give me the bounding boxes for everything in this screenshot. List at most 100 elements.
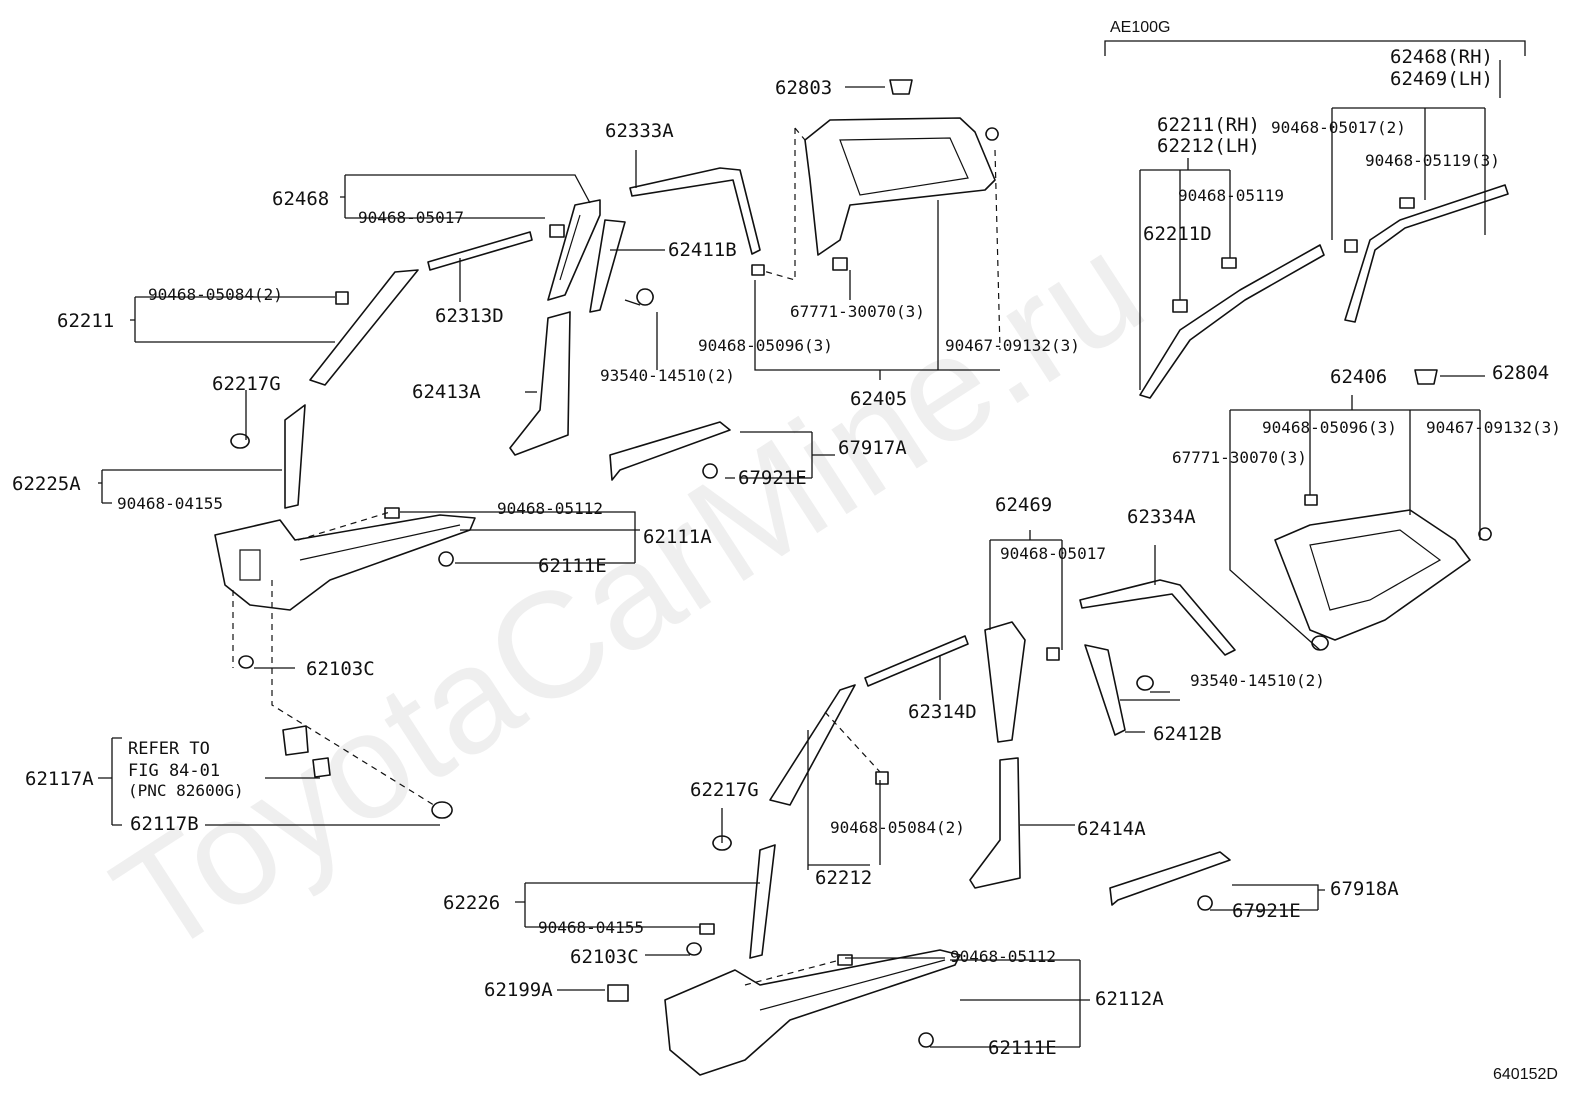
label-90468-05112-lower: 90468-05112 xyxy=(950,947,1056,966)
label-62226: 62226 xyxy=(443,892,500,914)
ae100g-bracket: AE100G xyxy=(1104,19,1526,56)
part-62117A-plug xyxy=(282,725,309,756)
clip-90468-05084-icon xyxy=(335,291,349,305)
clip-90468-05096-rh-icon xyxy=(1304,494,1318,506)
label-67918A: 67918A xyxy=(1330,878,1399,900)
refer-line-2: FIG 84-01 xyxy=(128,761,220,781)
label-90468-05096-3: 90468-05096(3) xyxy=(698,336,833,355)
part-62412B-trim xyxy=(1084,644,1126,736)
part-62313D-strip xyxy=(427,231,533,271)
part-62199A-clip xyxy=(607,984,629,1002)
clip-67771-rh-icon xyxy=(1311,635,1329,651)
label-62199A: 62199A xyxy=(484,979,553,1001)
labels: 62803 62333A 62468 90468-05017 62411B 62… xyxy=(12,46,1561,1083)
label-67771-30070-3-rh: 67771-30070(3) xyxy=(1172,448,1307,467)
part-62468-rh-pillar xyxy=(1344,184,1509,323)
part-62803-clip xyxy=(889,79,913,95)
clip-62111E-lower-icon xyxy=(918,1032,934,1048)
screw-93540-lower-icon xyxy=(1136,675,1154,691)
part-62212-pillar xyxy=(769,684,856,806)
part-62414A-pillar xyxy=(969,757,1021,889)
label-62412B: 62412B xyxy=(1153,723,1222,745)
label-62468: 62468 xyxy=(272,188,329,210)
label-62117A: 62117A xyxy=(25,768,94,790)
label-90468-05096-3-rh: 90468-05096(3) xyxy=(1262,418,1397,437)
label-93540-14510-2-lower: 93540-14510(2) xyxy=(1190,671,1325,690)
clip-90467-icon xyxy=(985,127,999,141)
label-90467-09132-3-rh: 90467-09132(3) xyxy=(1426,418,1561,437)
label-62111A: 62111A xyxy=(643,526,712,548)
label-62211D: 62211D xyxy=(1143,223,1212,245)
clip-67771-icon xyxy=(832,257,848,271)
clip-90468-05112-icon xyxy=(384,507,400,519)
label-90468-05017-2: 90468-05017(2) xyxy=(1271,118,1406,137)
label-62217G-lower: 62217G xyxy=(690,779,759,801)
label-62469: 62469 xyxy=(995,494,1052,516)
clip-90468-04155-lower-icon xyxy=(699,923,715,935)
label-62313D: 62313D xyxy=(435,305,504,327)
label-90468-05112: 90468-05112 xyxy=(497,499,603,518)
part-62217G-lower-cap xyxy=(712,835,732,851)
label-62217G: 62217G xyxy=(212,373,281,395)
clip-90468-05017-2-icon xyxy=(1344,239,1358,253)
label-62468-rh: 62468(RH) xyxy=(1390,46,1493,68)
part-62217G-cap xyxy=(230,433,250,449)
part-62405-quarter-trim xyxy=(804,117,996,256)
label-62469-lh: 62469(LH) xyxy=(1390,68,1493,90)
label-90468-05084-2: 90468-05084(2) xyxy=(148,285,283,304)
leader-lines xyxy=(98,60,1501,1048)
part-62211-rh-pillar xyxy=(1139,244,1325,399)
label-62314D: 62314D xyxy=(908,701,977,723)
part-62103C-lower-grommet xyxy=(686,942,702,956)
label-62211-rh: 62211(RH) xyxy=(1157,114,1260,136)
part-62117-pad xyxy=(312,757,331,778)
label-67921E-lower: 67921E xyxy=(1232,900,1301,922)
part-62103C-grommet xyxy=(238,655,254,669)
clip-90468-05119-icon xyxy=(1221,257,1237,269)
label-90468-05084-2-lower: 90468-05084(2) xyxy=(830,818,965,837)
label-62211: 62211 xyxy=(57,310,114,332)
figure-id: 640152D xyxy=(1493,1066,1558,1083)
part-62413A-pillar xyxy=(509,311,571,456)
label-62111E: 62111E xyxy=(538,555,607,577)
clip-90468-05119-3-icon xyxy=(1399,197,1415,209)
label-67917A: 67917A xyxy=(838,437,907,459)
part-62334A-strip xyxy=(1079,579,1236,656)
clip-62111E-icon xyxy=(438,551,454,567)
clip-67921E-lower-icon xyxy=(1197,895,1213,911)
label-90468-05119: 90468-05119 xyxy=(1178,186,1284,205)
part-62314D-strip xyxy=(864,635,969,687)
clip-90468-05084-lower-icon xyxy=(875,771,889,785)
label-90468-04155-lower: 90468-04155 xyxy=(538,918,644,937)
label-62411B: 62411B xyxy=(668,239,737,261)
label-62333A: 62333A xyxy=(605,120,674,142)
clip-67921E-icon xyxy=(702,463,718,479)
label-62103C: 62103C xyxy=(306,658,375,680)
label-90467-09132-3: 90467-09132(3) xyxy=(945,336,1080,355)
refer-line-3: (PNC 82600G) xyxy=(128,781,244,800)
part-62226-trim xyxy=(749,844,776,959)
label-62406: 62406 xyxy=(1330,366,1387,388)
clip-90468-05017-icon xyxy=(549,224,565,238)
label-62103C-lower: 62103C xyxy=(570,946,639,968)
label-90468-05119-3: 90468-05119(3) xyxy=(1365,151,1500,170)
label-67921E: 67921E xyxy=(738,467,807,489)
part-62406-quarter-trim xyxy=(1274,509,1471,641)
part-62333A-strip xyxy=(629,167,761,255)
label-93540-14510-2: 93540-14510(2) xyxy=(600,366,735,385)
clip-90468-05096-icon xyxy=(751,264,765,276)
clip-62211D-icon xyxy=(1172,299,1188,313)
refer-line-1: REFER TO xyxy=(128,739,210,759)
part-62225A-trim xyxy=(284,404,306,509)
label-62111E-lower: 62111E xyxy=(988,1037,1057,1059)
label-90468-05017-lower: 90468-05017 xyxy=(1000,544,1106,563)
part-62469-pillar xyxy=(984,621,1026,743)
label-67771-30070-3: 67771-30070(3) xyxy=(790,302,925,321)
part-62117B-clip xyxy=(431,801,453,819)
label-62413A: 62413A xyxy=(412,381,481,403)
label-62803: 62803 xyxy=(775,77,832,99)
part-67917A-step xyxy=(609,421,731,481)
label-62414A: 62414A xyxy=(1077,818,1146,840)
label-62405: 62405 xyxy=(850,388,907,410)
